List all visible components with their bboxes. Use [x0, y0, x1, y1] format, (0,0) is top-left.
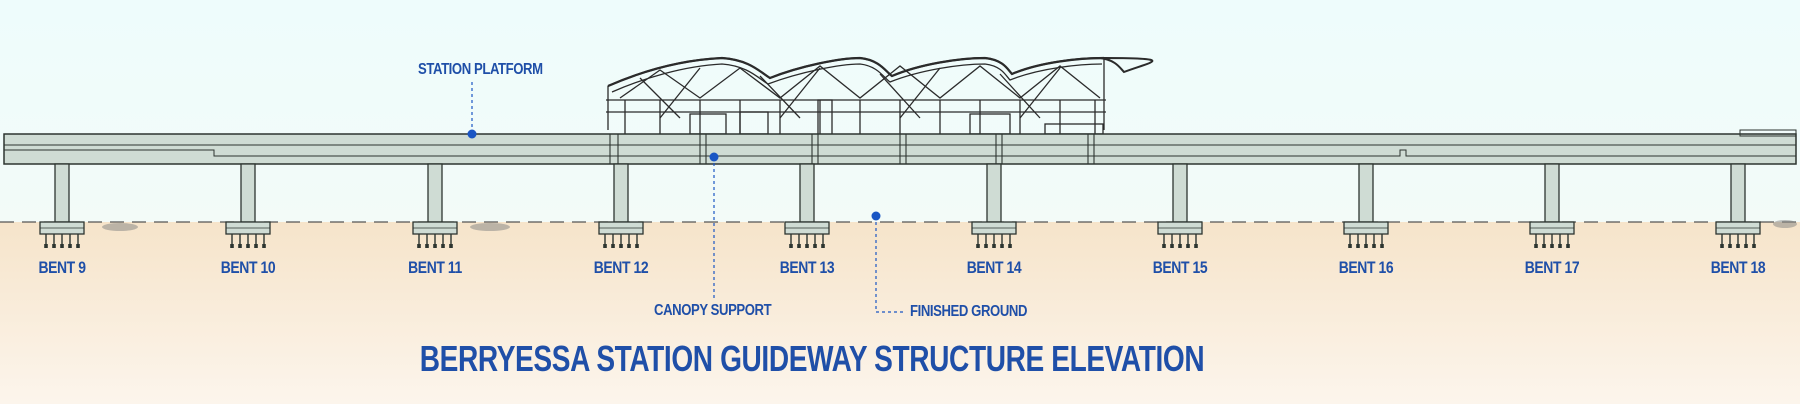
bent-label: BENT 13 [779, 258, 835, 277]
pile-tip [449, 244, 453, 248]
ground [0, 222, 1800, 404]
pile-tip [1550, 244, 1554, 248]
pile-tip [425, 244, 429, 248]
pile-tip [417, 244, 421, 248]
bent-16 [1343, 163, 1389, 248]
soil-patch [102, 223, 138, 231]
pile-tip [1728, 244, 1732, 248]
pile-tip [1162, 244, 1166, 248]
callout-markers [467, 129, 881, 221]
bent-label: BENT 12 [593, 258, 649, 277]
pile-tip [1380, 244, 1384, 248]
pile-tip [1744, 244, 1748, 248]
canopy-support-marker [709, 152, 719, 162]
pile-tip [1348, 244, 1352, 248]
canopy-support-label: CANOPY SUPPORT [654, 302, 772, 319]
pile-tip [1194, 244, 1198, 248]
pile-tip [813, 244, 817, 248]
pile-tip [76, 244, 80, 248]
bent-label: BENT 15 [1152, 258, 1208, 277]
pile-tip [1170, 244, 1174, 248]
bent-label: BENT 17 [1524, 258, 1580, 277]
pile-tip [1178, 244, 1182, 248]
pile-tip [44, 244, 48, 248]
pile-tip [1542, 244, 1546, 248]
bent-label: BENT 10 [220, 258, 276, 277]
bent-label: BENT 16 [1338, 258, 1394, 277]
pile-tip [1534, 244, 1538, 248]
pile-tip [635, 244, 639, 248]
callout-leaders [471, 82, 905, 313]
finished-ground-label: FINISHED GROUND [910, 303, 1028, 320]
pile-tip [1736, 244, 1740, 248]
bent-column [1730, 163, 1746, 223]
bent-13 [784, 163, 830, 248]
bent-column [54, 163, 70, 223]
bent-label: BENT 18 [1710, 258, 1766, 277]
bent-column [1544, 163, 1560, 223]
bent-column [427, 163, 443, 223]
bent-label: BENT 11 [408, 258, 462, 277]
bent-15 [1157, 163, 1203, 248]
soil-patch [470, 223, 510, 231]
pile-tip [789, 244, 793, 248]
bent-17 [1529, 163, 1575, 248]
soil-patch [1773, 220, 1797, 228]
bent-column [1172, 163, 1188, 223]
bent-structures [39, 163, 1761, 248]
pile-tip [1186, 244, 1190, 248]
pile-tip [1356, 244, 1360, 248]
pile-tip [627, 244, 631, 248]
pile-tip [1752, 244, 1756, 248]
bent-18 [1715, 163, 1761, 248]
pile-tip [1558, 244, 1562, 248]
pile-tip [992, 244, 996, 248]
station-platform-label: STATION PLATFORM [418, 61, 543, 78]
pile-tip [1364, 244, 1368, 248]
pile-tip [1372, 244, 1376, 248]
pile-tip [262, 244, 266, 248]
pile-tip [821, 244, 825, 248]
bent-column [240, 163, 256, 223]
pile-tip [976, 244, 980, 248]
pile-tip [238, 244, 242, 248]
pile-tip [1008, 244, 1012, 248]
pile-tip [805, 244, 809, 248]
bent-14 [971, 163, 1017, 248]
pile-tip [254, 244, 258, 248]
pile-tip [797, 244, 801, 248]
bent-label: BENT 14 [966, 258, 1022, 277]
bent-column [613, 163, 629, 223]
pile-tip [619, 244, 623, 248]
pile-tip [603, 244, 607, 248]
pile-tip [1000, 244, 1004, 248]
finished-ground-leader [875, 216, 905, 313]
pile-tip [68, 244, 72, 248]
pile-tip [611, 244, 615, 248]
pile-tip [1566, 244, 1570, 248]
pile-tip [984, 244, 988, 248]
pile-tip [1720, 244, 1724, 248]
bent-column [799, 163, 815, 223]
pile-tip [246, 244, 250, 248]
pile-tip [52, 244, 56, 248]
bent-11 [412, 163, 458, 248]
pile-tip [433, 244, 437, 248]
bent-9 [39, 163, 85, 248]
pile-tip [441, 244, 445, 248]
pile-tip [230, 244, 234, 248]
station-platform-marker [467, 129, 477, 139]
bent-10 [225, 163, 271, 248]
bent-column [1358, 163, 1374, 223]
finished-ground-marker [871, 211, 881, 221]
guideway-deck [3, 129, 1797, 165]
bent-12 [598, 163, 644, 248]
drawing-title: BERRYESSA STATION GUIDEWAY STRUCTURE ELE… [419, 338, 1205, 379]
bent-column [986, 163, 1002, 223]
pile-tip [60, 244, 64, 248]
bent-label: BENT 9 [38, 258, 86, 277]
